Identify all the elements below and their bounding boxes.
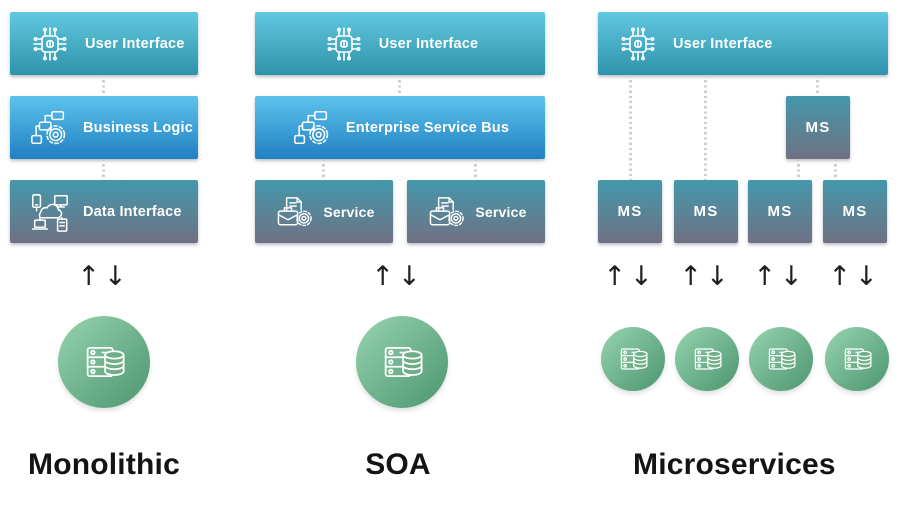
service-box: Service: [407, 180, 545, 243]
microservice-gateway-box: MS: [786, 96, 850, 159]
data-interface-box: Data Interface: [10, 180, 198, 243]
up-down-arrows-icon: ↑↓: [753, 261, 807, 292]
box-label: MS: [617, 203, 643, 220]
database-server-icon: [764, 342, 798, 376]
dotted-connector: [797, 159, 800, 180]
dotted-connector: [322, 159, 325, 180]
service-box: Service: [255, 180, 393, 243]
user-interface-box: User Interface: [10, 12, 198, 75]
microservice-box: MS: [748, 180, 812, 243]
workflow-gear-icon: [291, 107, 333, 149]
column-title: Monolithic: [28, 448, 180, 481]
box-label: Data Interface: [83, 203, 182, 220]
microservice-box: MS: [674, 180, 738, 243]
box-label: Enterprise Service Bus: [345, 119, 510, 136]
box-label: User Interface: [378, 35, 479, 52]
dotted-connector: [629, 75, 632, 180]
dotted-connector: [704, 75, 707, 180]
dotted-connector: [474, 159, 477, 180]
business-logic-box: Business Logic: [10, 96, 198, 159]
box-label: Service: [323, 203, 375, 220]
up-down-arrows-icon: ↑↓: [77, 261, 131, 292]
enterprise-service-bus-box: Enterprise Service Bus: [255, 96, 545, 159]
user-interface-box: User Interface: [255, 12, 545, 75]
column-title: SOA: [365, 448, 431, 481]
database-server-icon: [80, 338, 128, 386]
box-label: User Interface: [673, 35, 773, 52]
dotted-connector: [816, 75, 819, 96]
box-label: MS: [805, 119, 831, 136]
column-title: Microservices: [633, 448, 836, 481]
database-server-icon: [690, 342, 724, 376]
dotted-connector: [102, 75, 105, 96]
database-circle: [675, 327, 739, 391]
microservice-box: MS: [598, 180, 662, 243]
up-down-arrows-icon: ↑↓: [371, 261, 425, 292]
user-interface-box: User Interface: [598, 12, 888, 75]
database-circle: [58, 316, 150, 408]
briefcase-gear-icon: [425, 192, 465, 232]
database-server-icon: [840, 342, 874, 376]
box-label: User Interface: [85, 35, 185, 52]
database-circle: [825, 327, 889, 391]
box-label: Business Logic: [83, 119, 193, 136]
microservice-box: MS: [823, 180, 887, 243]
dotted-connector: [398, 75, 401, 96]
up-down-arrows-icon: ↑↓: [679, 261, 733, 292]
dotted-connector: [102, 159, 105, 180]
up-down-arrows-icon: ↑↓: [603, 261, 657, 292]
database-circle: [601, 327, 665, 391]
workflow-gear-icon: [28, 107, 70, 149]
box-label: Service: [475, 203, 527, 220]
ai-chip-icon: [322, 22, 366, 66]
database-circle: [749, 327, 813, 391]
database-server-icon: [378, 338, 426, 386]
box-label: MS: [842, 203, 868, 220]
briefcase-gear-icon: [273, 192, 313, 232]
database-circle: [356, 316, 448, 408]
box-label: MS: [693, 203, 719, 220]
box-label: MS: [767, 203, 793, 220]
cloud-network-icon: [28, 191, 70, 233]
ai-chip-icon: [616, 22, 660, 66]
dotted-connector: [834, 159, 837, 180]
database-server-icon: [616, 342, 650, 376]
up-down-arrows-icon: ↑↓: [828, 261, 882, 292]
ai-chip-icon: [28, 22, 72, 66]
